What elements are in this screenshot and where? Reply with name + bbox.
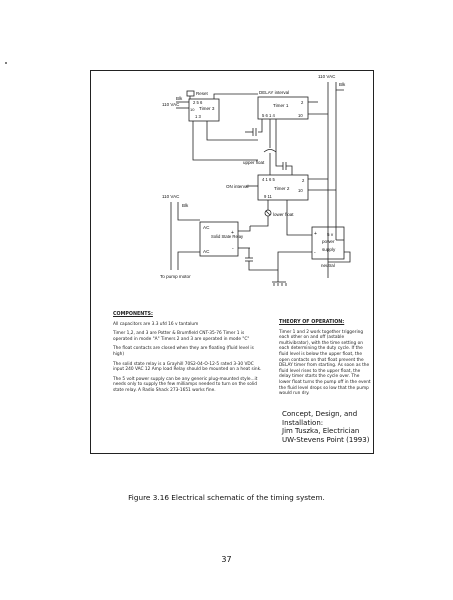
components-paragraph: The solid state relay is a Grayhill 70S2… [113,361,262,373]
ssr-ac-top: AC [203,225,210,230]
timer-3-pin-left: 10 [190,107,195,112]
timer-1-title: Timer 1 [273,103,289,108]
pump-label: To pump motor [160,274,191,279]
timer-3-title: Timer 3 [199,106,215,111]
scan-speck [5,62,7,64]
lower-float-label: lower float [273,212,294,217]
reset-label: Reset [196,91,209,96]
components-paragraph: The 5 volt power supply can be any gener… [113,376,258,393]
timer-1-pins: 5 6 1 4 [262,113,275,118]
credits-block: Concept, Design, and Installation: Jim T… [282,410,382,444]
psu-line-1: 5 v [327,232,334,237]
theory-heading: THEORY OF OPERATION: [279,320,345,325]
blk-label-left: Blk [176,96,183,101]
psu-plus: + [314,231,317,237]
credits-line-2: Jim Tuszka, Electrician [282,427,360,436]
ssr-ac-bottom: AC [203,249,210,254]
timer-2-pin-2: 2 [302,178,305,183]
timer-3-pins-top: 2 5 6 [193,100,203,105]
psu-line-3: supply [322,247,336,252]
timer-2-pins-top: 4 1 6 5 [262,177,275,182]
ssr-plus: + [231,230,234,236]
figure-frame [90,70,374,454]
on-interval-label: ON interval [226,184,249,189]
psu-minus: - [314,250,316,256]
timer-1-box [257,96,309,120]
credits-line-1: Concept, Design, and Installation: [282,410,358,427]
timer-2-box [257,174,309,201]
timer-2-title: Timer 2 [274,186,290,191]
upper-float-switch [263,149,277,153]
vac-label-mid: 110 VAC [162,194,180,199]
vac-label-top-right: 110 VAC [318,74,336,79]
solid-state-relay [199,221,239,257]
components-section: COMPONENTS: All capacitors are 3.3 ufd 1… [113,312,263,398]
blk-label-mid: Blk [182,203,189,208]
timer-1-pin-10: 10 [298,113,303,118]
credits-line-3: UW-Stevens Point (1993) [282,435,370,444]
timer-2-pins-bottom: 9 11 [264,194,273,199]
components-paragraph: Timer 1,2, and 3 are Potter & Brumfield … [113,331,250,342]
components-paragraph: The float contacts are closed when they … [113,346,254,357]
upper-float-label: upper float [243,160,265,165]
theory-text: Timer 1 and 2 work together triggering e… [279,329,371,397]
components-heading: COMPONENTS: [113,312,153,317]
timer-1-pin-2: 2 [301,100,304,105]
neutral-label: neutral [321,263,335,268]
timer-3-box [188,98,220,122]
power-supply-box [311,226,345,260]
reset-button [186,90,195,97]
psu-line-2: power [322,239,335,244]
blk-label-top-right: Blk [339,82,346,87]
ssr-minus: - [232,246,234,252]
theory-section: THEORY OF OPERATION: Timer 1 and 2 work … [279,320,371,401]
timer-2-pin-10: 10 [298,188,303,193]
ssr-body-label: Solid State Relay [211,234,244,239]
figure-caption: Figure 3.16 Electrical schematic of the … [128,493,325,502]
delay-interval-label: DELAY interval [259,90,289,95]
vac-label-left: 110 VAC [162,102,180,107]
components-paragraph: All capacitors are 3.3 ufd 16 v tantalum [113,321,199,327]
page-number: 37 [221,555,232,564]
timer-3-pins-bottom: 1 3 [195,114,201,119]
